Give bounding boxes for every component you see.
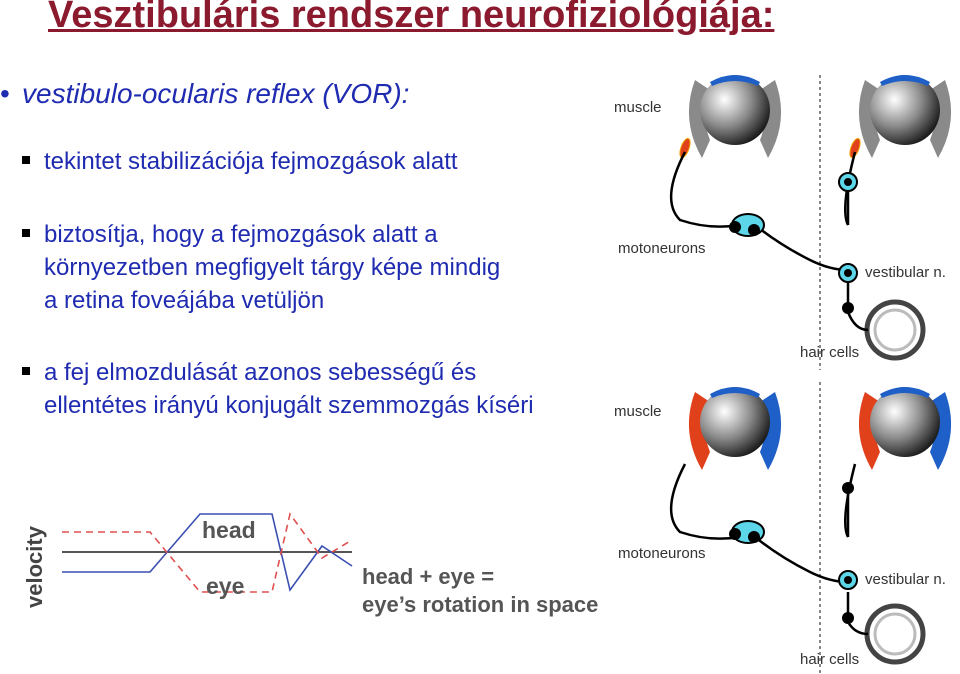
- square-bullet-icon: [22, 367, 30, 375]
- nerve-path: [754, 536, 849, 584]
- sub-bullet-line: a retina foveájába vetüljön: [44, 287, 325, 314]
- vestibular-dot: [844, 178, 852, 186]
- velocity-plot: velocity head eye head + eye = eye’s rot…: [22, 512, 598, 617]
- eyeball-left: [700, 75, 770, 145]
- motoneuron-dot: [729, 221, 741, 233]
- sub-bullet-line: ellentétes irányú konjugált szemmozgás k…: [44, 392, 534, 419]
- vestibular-dot: [844, 576, 852, 584]
- nerve-path: [754, 224, 849, 272]
- synapse-dot: [842, 302, 854, 314]
- eyeball-right: [870, 75, 940, 145]
- hair-cells-ring-inner: [873, 308, 917, 352]
- muscle-spindle-right: [849, 138, 861, 158]
- nerve-path: [669, 463, 741, 540]
- eye-velocity-line: [62, 512, 353, 593]
- cornea-left: [710, 387, 760, 398]
- main-bullet: • vestibulo-ocularis reflex (VOR):: [0, 78, 409, 110]
- sub-bullet-line: biztosítja, hogy a fejmozgások alatt a: [44, 221, 438, 248]
- motoneurons-label: motoneurons: [618, 240, 706, 257]
- square-bullet-icon: [22, 229, 30, 237]
- vor-diagram-bottom: muscle motoneurons vestibular n. hair ce…: [614, 382, 952, 674]
- head-velocity-line: [62, 513, 353, 592]
- nerve-path: [669, 151, 741, 228]
- page-title: Vesztibuláris rendszer neurofiziológiája…: [48, 0, 775, 36]
- eyeball-left: [700, 387, 770, 457]
- hair-cells-ring-inner: [873, 612, 917, 656]
- hair-cells-label: hair cells: [800, 651, 859, 668]
- eyeball-right: [870, 387, 940, 457]
- cornea-right: [880, 387, 930, 398]
- equation-line-2: eye’s rotation in space: [362, 592, 598, 617]
- cornea-right: [880, 75, 930, 86]
- motoneuron-dot: [729, 528, 741, 540]
- motoneuron-dot: [748, 224, 760, 236]
- muscle-spindle-left: [679, 138, 691, 158]
- synapse-dot: [842, 612, 854, 624]
- vestibular-label: vestibular n.: [865, 264, 946, 281]
- sub-bullet-1: tekintet stabilizációja fejmozgások alat…: [22, 145, 458, 178]
- sub-bullet-line: tekintet stabilizációja fejmozgások alat…: [44, 148, 458, 175]
- muscle-label: muscle: [614, 403, 662, 420]
- sub-bullet-line: környezetben megfigyelt tárgy képe mindi…: [44, 254, 501, 281]
- muscle-label: muscle: [614, 99, 662, 116]
- nerve-path: [843, 463, 857, 538]
- velocity-axis-label: velocity: [22, 525, 47, 608]
- eye-label: eye: [206, 573, 244, 599]
- hair-cells-label: hair cells: [800, 344, 859, 361]
- nerve-path: [846, 621, 869, 636]
- sub-bullet-3: a fej elmozdulását azonos sebességű és e…: [22, 356, 534, 422]
- square-bullet-icon: [22, 156, 30, 164]
- vestibular-dot: [844, 269, 852, 277]
- vestibular-label: vestibular n.: [865, 571, 946, 588]
- sub-bullet-line: a fej elmozdulását azonos sebességű és: [44, 359, 477, 386]
- nerve-path: [846, 311, 869, 332]
- synapse-dot: [842, 482, 854, 494]
- bullet-dot: •: [0, 78, 10, 109]
- main-bullet-text: vestibulo-ocularis reflex (VOR):: [22, 78, 410, 109]
- sub-bullet-2: biztosítja, hogy a fejmozgások alatt a k…: [22, 218, 501, 317]
- cornea-left: [710, 75, 760, 86]
- equation-line-1: head + eye =: [362, 564, 494, 589]
- vor-diagram-top: muscle motoneurons vestibular n. hair ce…: [614, 75, 952, 370]
- motoneuron-dot: [748, 531, 760, 543]
- head-label: head: [202, 517, 256, 543]
- motoneurons-label: motoneurons: [618, 545, 706, 562]
